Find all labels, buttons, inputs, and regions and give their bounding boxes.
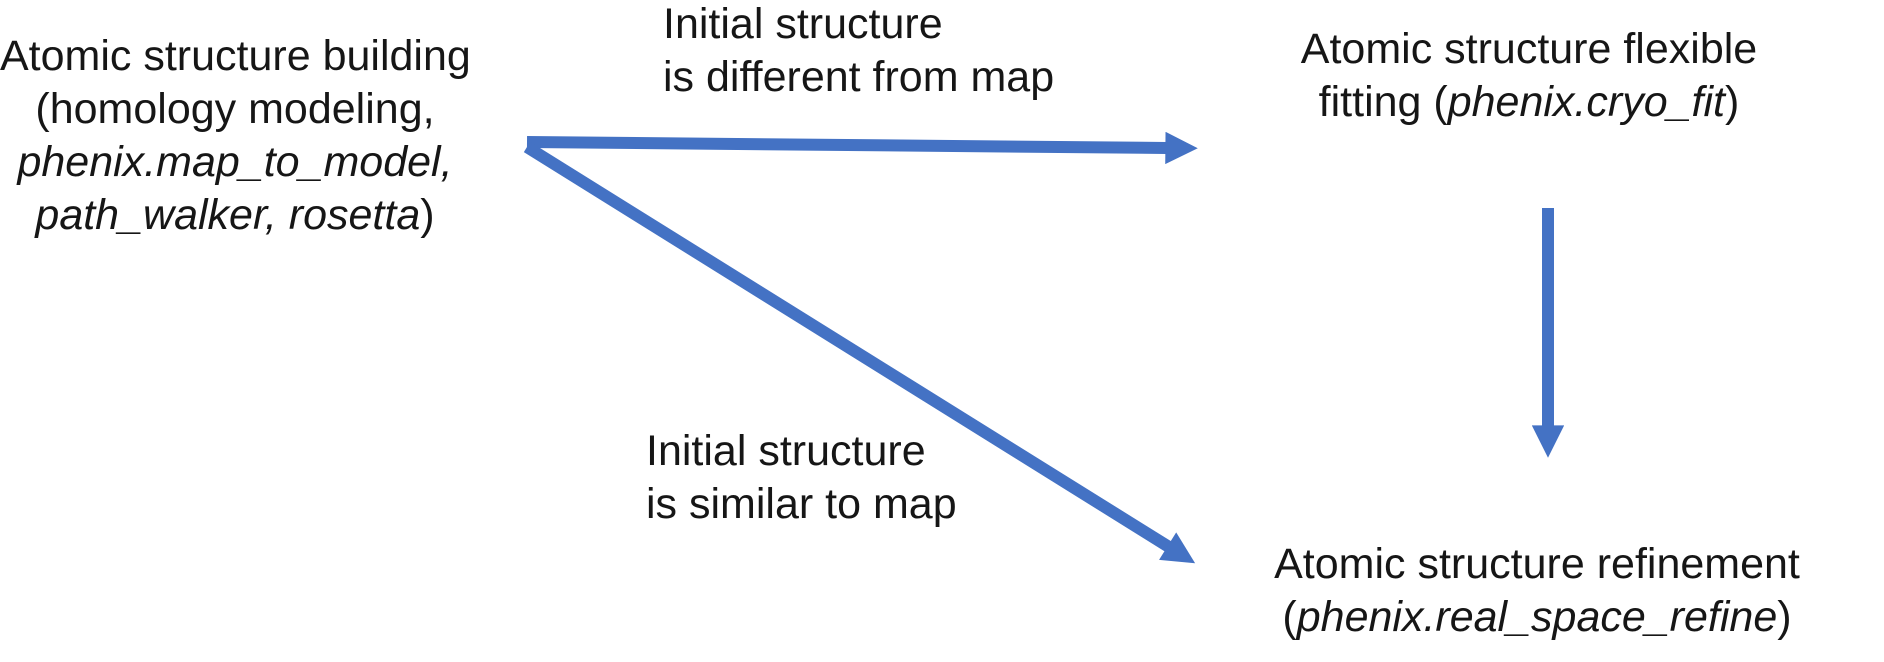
text-segment: phenix.map_to_model,: [17, 138, 453, 186]
text-segment: Atomic structure flexible: [1300, 25, 1758, 73]
text-line: (homology modeling,: [0, 83, 470, 136]
text-segment: path_walker, rosetta: [35, 191, 421, 239]
text-line: Initial structure: [663, 0, 1054, 51]
arrow-building-to-refinement: [523, 141, 1196, 564]
text-line: path_walker, rosetta): [0, 189, 470, 242]
text-segment: Initial structure: [646, 427, 926, 475]
text-segment: ): [1777, 593, 1792, 641]
text-segment: ): [1724, 78, 1740, 126]
label-initial-structure-similar: Initial structure is similar to map: [646, 425, 957, 531]
text-segment: is different from map: [663, 53, 1055, 101]
text-line: is different from map: [663, 51, 1054, 104]
text-segment: is similar to map: [646, 480, 957, 528]
text-line: Atomic structure flexible: [1249, 23, 1809, 76]
text-line: phenix.map_to_model,: [0, 136, 470, 189]
text-segment: phenix.real_space_refine: [1296, 593, 1778, 641]
text-segment: Initial structure: [663, 0, 943, 48]
text-line: Atomic structure building: [0, 30, 471, 83]
text-segment: (: [1282, 593, 1297, 641]
text-line: Initial structure: [646, 425, 957, 478]
node-structure-refinement: Atomic structure refinement(phenix.real_…: [1247, 538, 1827, 644]
text-segment: (homology modeling,: [35, 85, 435, 133]
node-structure-building: Atomic structure building (homology model…: [0, 30, 471, 242]
text-segment: Atomic structure refinement: [1274, 540, 1800, 588]
text-line: Atomic structure refinement: [1247, 538, 1827, 591]
text-line: is similar to map: [646, 478, 957, 531]
text-line: fitting (phenix.cryo_fit): [1249, 76, 1809, 129]
text-segment: Atomic structure building: [0, 32, 471, 80]
label-initial-structure-different: Initial structure is different from map: [663, 0, 1054, 104]
text-segment: fitting (: [1318, 78, 1448, 126]
text-segment: ): [420, 191, 435, 239]
arrow-building-to-flexible-fitting: [526, 131, 1198, 165]
text-line: (phenix.real_space_refine): [1247, 591, 1827, 644]
text-segment: phenix.cryo_fit: [1447, 78, 1725, 126]
